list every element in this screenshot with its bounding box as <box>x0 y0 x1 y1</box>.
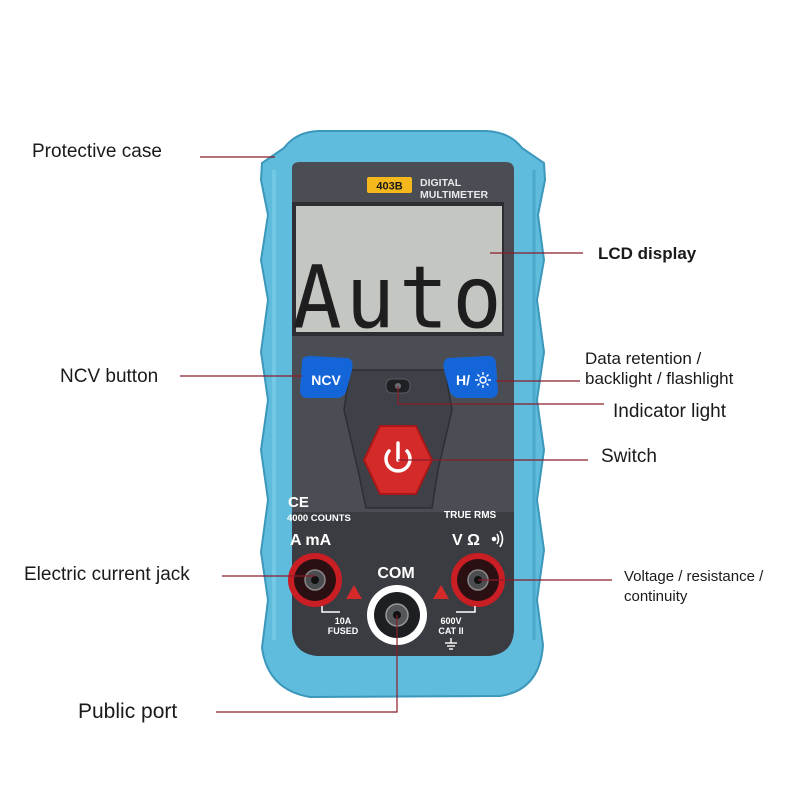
power-icon <box>384 441 412 473</box>
current-jack[interactable] <box>288 553 342 607</box>
device-title-line1: DIGITAL <box>420 177 462 189</box>
com-label: COM <box>377 565 414 582</box>
fuse-label-line1: 10A <box>335 616 352 626</box>
callout-protective-case: Protective case <box>32 141 162 162</box>
warning-icon <box>346 585 362 599</box>
cat-label-line2: CAT II <box>438 626 463 636</box>
ce-mark: CE <box>288 494 309 511</box>
callout-data-retention-line2: backlight / flashlight <box>585 369 734 388</box>
true-rms-text: TRUE RMS <box>444 510 497 521</box>
current-jack-label: A mA <box>290 532 332 549</box>
callout-voltage-line1: Voltage / resistance / <box>624 568 764 585</box>
callout-lcd-display: LCD display <box>598 244 697 263</box>
ground-icon <box>445 638 457 650</box>
warning-icon <box>433 585 449 599</box>
callout-switch: Switch <box>601 446 657 467</box>
lcd-screen <box>296 206 502 332</box>
ncv-button[interactable]: NCV <box>300 356 353 398</box>
sun-icon <box>475 372 491 388</box>
callout-ncv-button: NCV button <box>60 366 159 387</box>
model-badge-text: 403B <box>376 181 402 193</box>
hold-button-label: H/ <box>456 372 470 388</box>
ncv-button-label: NCV <box>311 372 341 388</box>
fuse-label-line2: FUSED <box>328 626 359 636</box>
model-badge <box>367 177 412 193</box>
hold-backlight-button[interactable]: H/ <box>443 356 499 398</box>
lcd-text: Auto <box>292 248 505 348</box>
leader-lines <box>180 156 612 713</box>
device-title-line2: MULTIMETER <box>420 189 488 201</box>
callout-indicator-light: Indicator light <box>613 401 727 422</box>
callout-electric-current-jack: Electric current jack <box>24 564 190 585</box>
counts-text: 4000 COUNTS <box>287 513 351 524</box>
callout-public-port: Public port <box>78 700 178 723</box>
volt-jack-label: V Ω <box>452 532 480 549</box>
continuity-icon <box>491 530 504 548</box>
cat-label-line1: 600V <box>440 616 461 626</box>
callout-voltage-line2: continuity <box>624 588 688 605</box>
callout-data-retention-line1: Data retention / <box>585 349 702 368</box>
